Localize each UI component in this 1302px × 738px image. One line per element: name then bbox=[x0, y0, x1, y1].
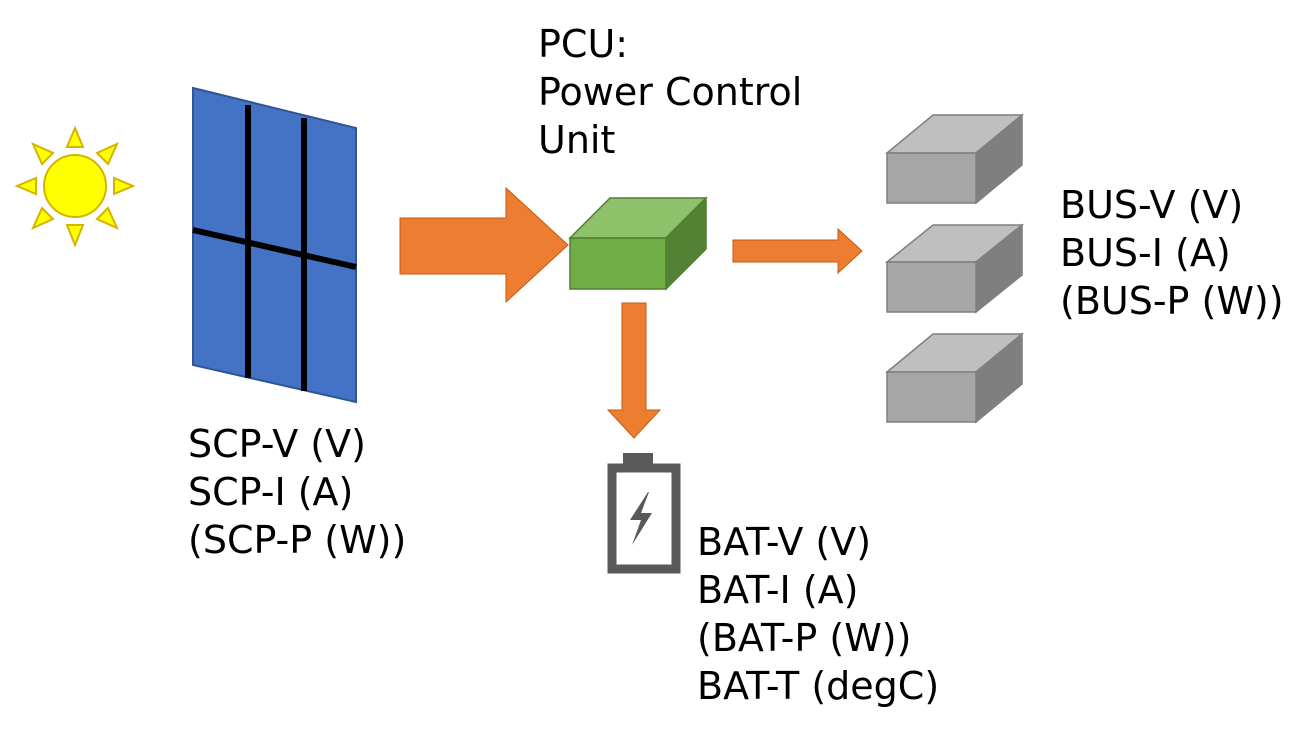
load-box-2 bbox=[884, 223, 1025, 314]
bus-label-line: BUS-I (A) bbox=[1060, 231, 1231, 275]
battery-label: BAT-V (V) BAT-I (A) (BAT-P (W)) BAT-T (d… bbox=[697, 518, 939, 710]
solar-panel-label-line: SCP-I (A) bbox=[188, 470, 354, 514]
pcu-label-line: Unit bbox=[538, 118, 616, 162]
bus-load-boxes bbox=[884, 113, 1025, 424]
sun-icon bbox=[14, 125, 136, 248]
battery-label-line: (BAT-P (W)) bbox=[697, 616, 912, 660]
pcu-label: PCU: Power Control Unit bbox=[538, 20, 802, 164]
flow-arrow-pcu-to-battery bbox=[606, 302, 662, 439]
flow-arrow-pcu-to-bus bbox=[732, 227, 863, 275]
bus-label-line: (BUS-P (W)) bbox=[1060, 279, 1284, 323]
solar-panel-label-line: (SCP-P (W)) bbox=[188, 518, 407, 562]
load-box-3 bbox=[884, 332, 1025, 424]
flow-arrow-panel-to-pcu bbox=[399, 186, 569, 304]
battery-icon bbox=[607, 453, 681, 574]
solar-panel-icon bbox=[192, 86, 357, 404]
solar-panel-label-line: SCP-V (V) bbox=[188, 422, 366, 466]
pcu-box-icon bbox=[568, 196, 708, 291]
solar-panel-label: SCP-V (V) SCP-I (A) (SCP-P (W)) bbox=[188, 420, 406, 564]
battery-label-line: BAT-T (degC) bbox=[697, 664, 940, 708]
pcu-label-line: Power Control bbox=[538, 70, 803, 114]
bus-label-line: BUS-V (V) bbox=[1060, 183, 1244, 227]
bus-label: BUS-V (V) BUS-I (A) (BUS-P (W)) bbox=[1060, 181, 1284, 325]
battery-label-line: BAT-V (V) bbox=[697, 520, 872, 564]
battery-label-line: BAT-I (A) bbox=[697, 568, 859, 612]
pcu-label-line: PCU: bbox=[538, 22, 629, 66]
load-box-1 bbox=[884, 113, 1025, 205]
